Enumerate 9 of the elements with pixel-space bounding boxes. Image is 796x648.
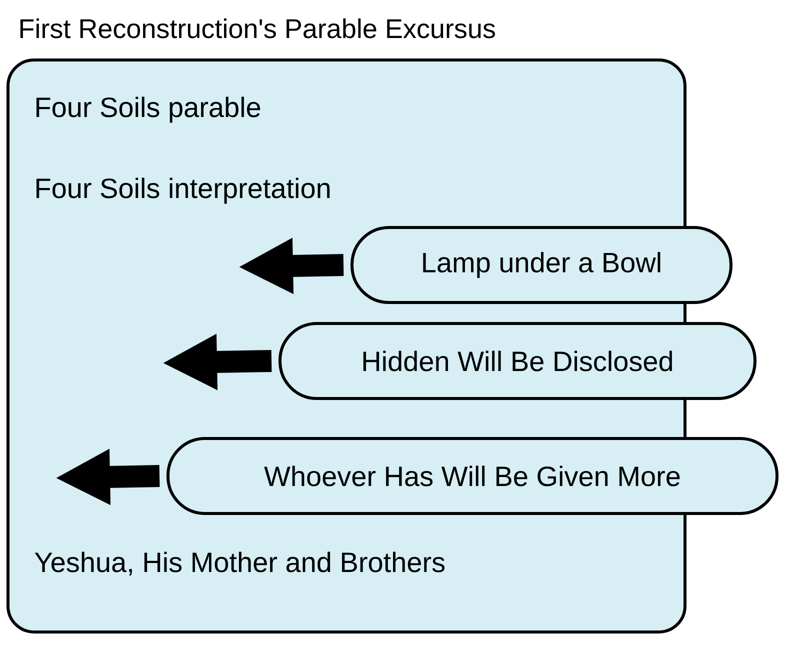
- pill-box: Hidden Will Be Disclosed: [278, 322, 756, 400]
- pill-box: Whoever Has Will Be Given More: [166, 436, 778, 515]
- text: Yeshua, His Mother and Brothers: [34, 552, 445, 576]
- node-label: Hidden Will Be Disclosed: [363, 350, 672, 372]
- title: First Reconstruction's Parable Excursus: [20, 18, 495, 38]
- text: Four Soils parable: [36, 96, 260, 123]
- text: Four Soils interpretation: [36, 178, 330, 204]
- pill-box: Lamp under a Bowl: [350, 226, 732, 304]
- node-label: Whoever Has Will Be Given More: [264, 466, 680, 486]
